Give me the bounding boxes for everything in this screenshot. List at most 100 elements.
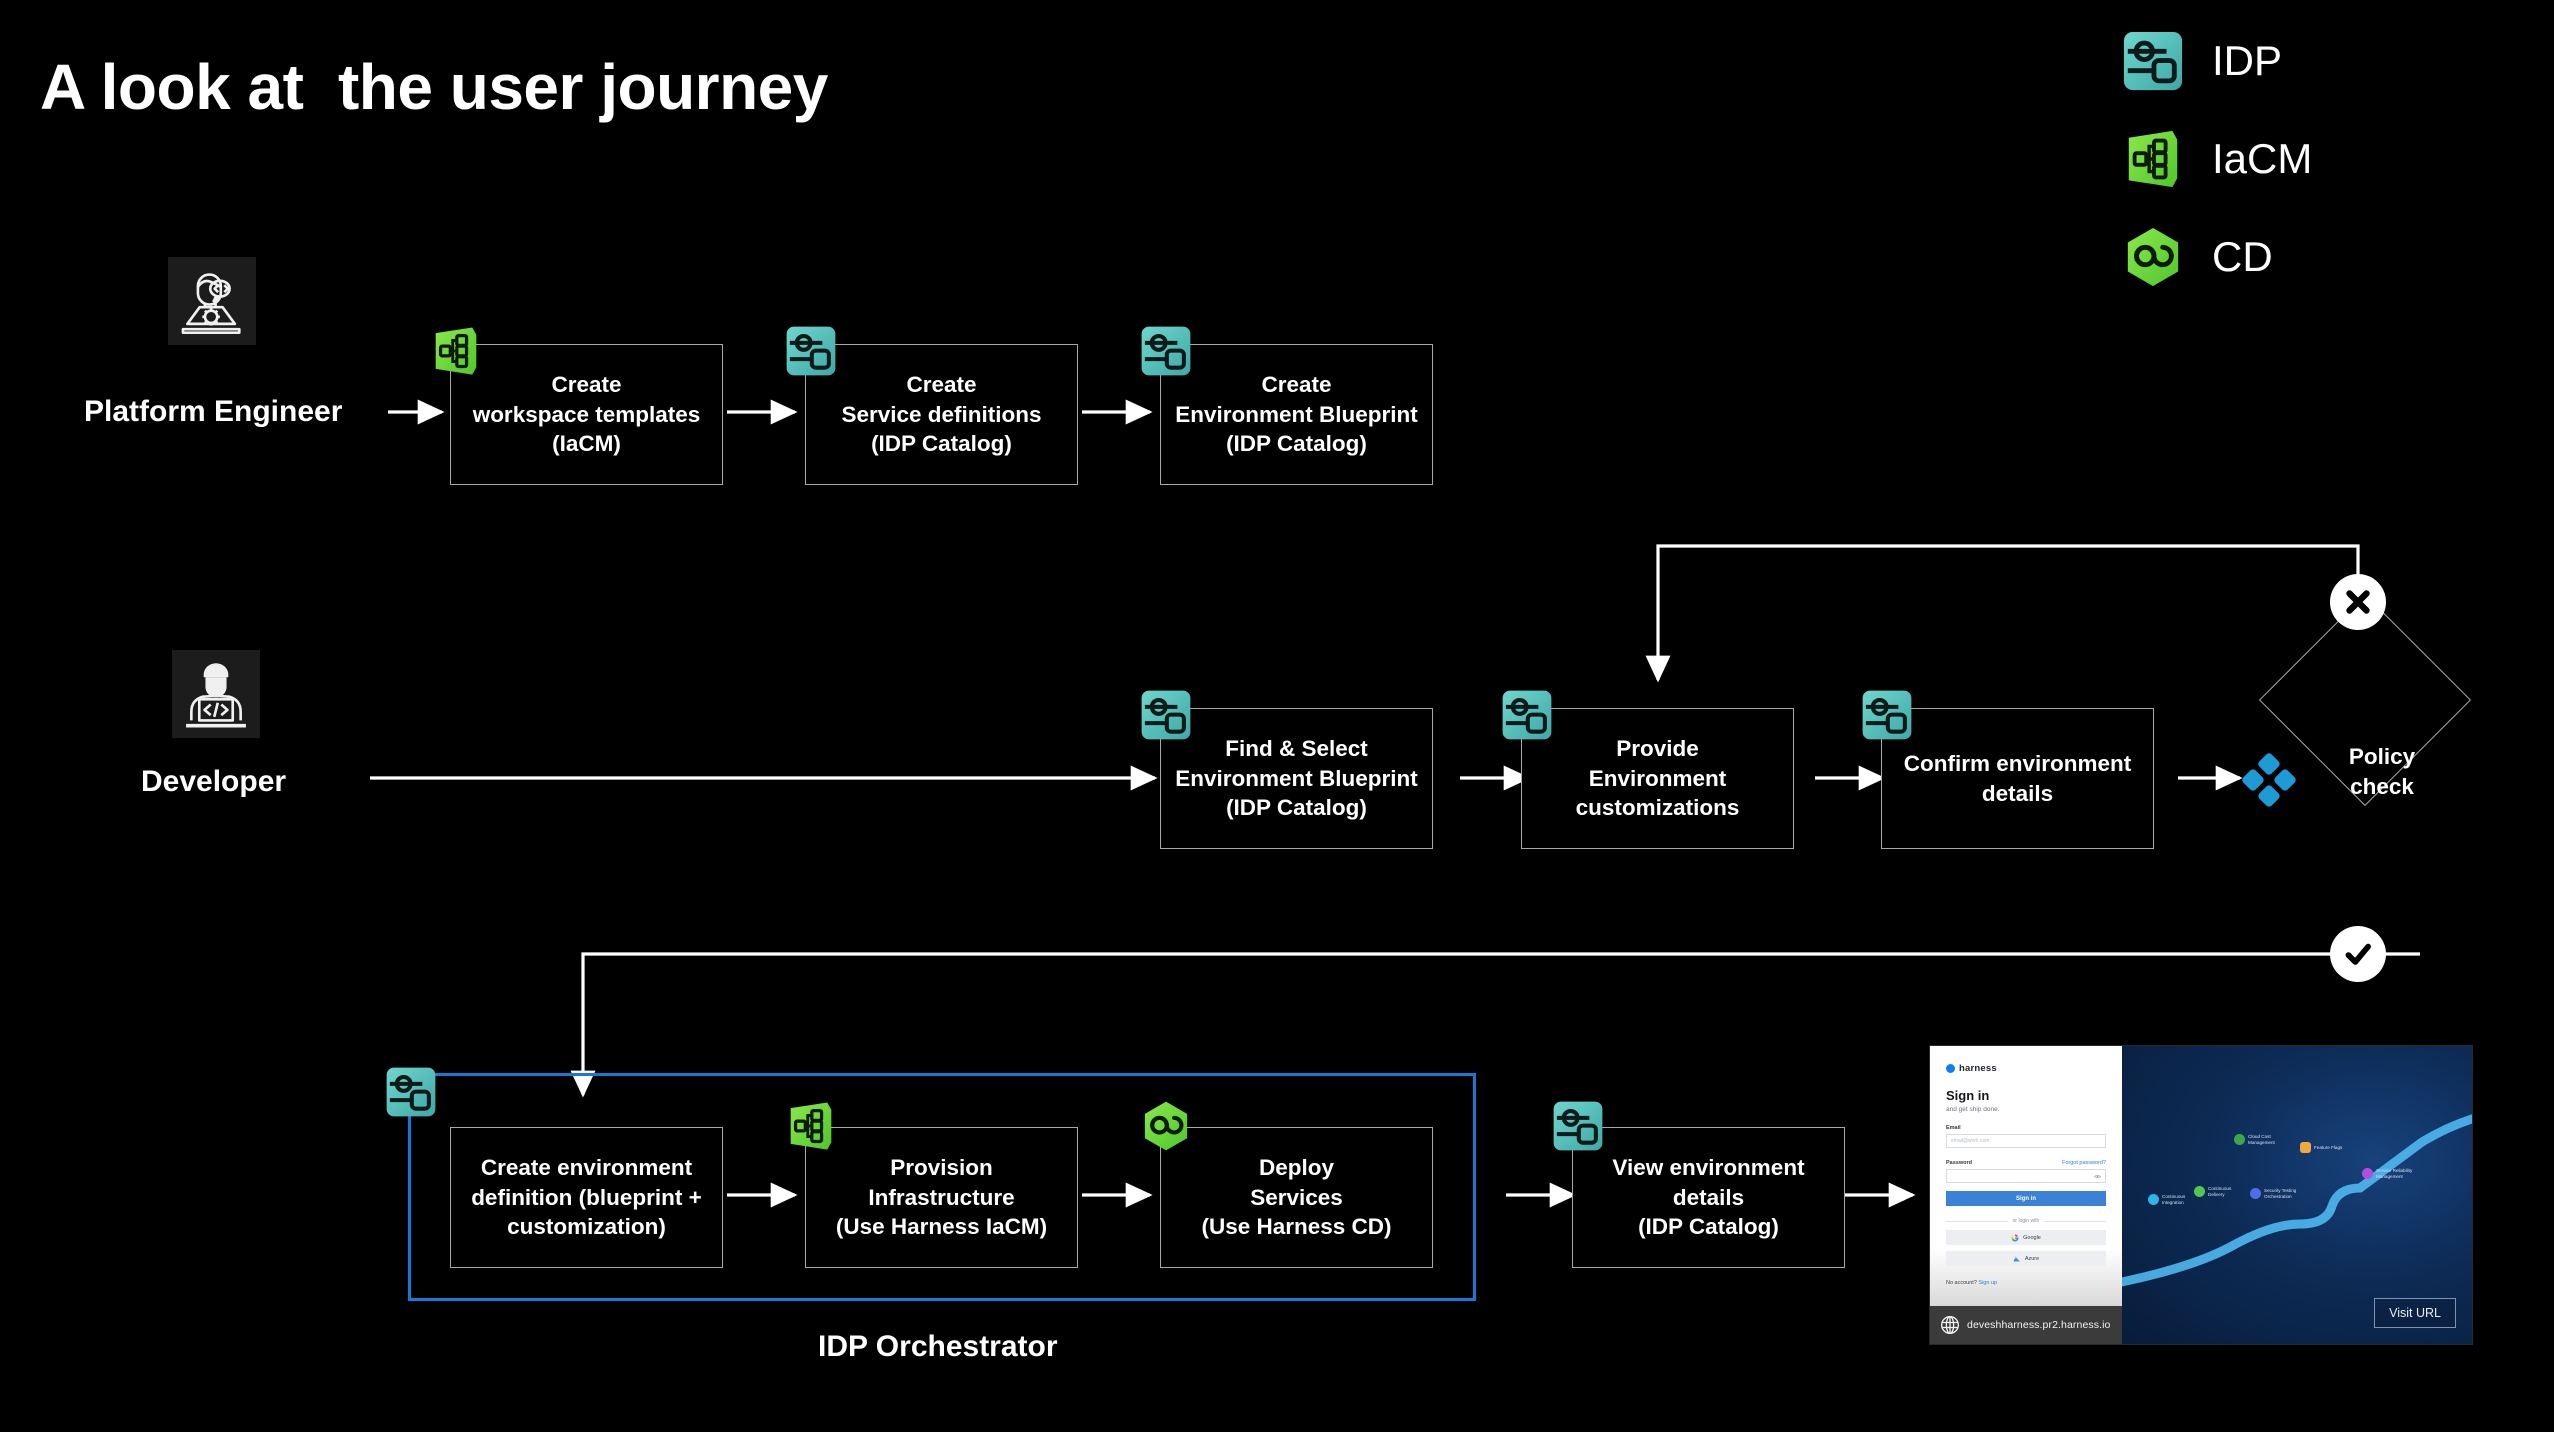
email-placeholder: email@work.com	[1951, 1138, 1990, 1144]
step-label: Create Service definitions (IDP Catalog)	[841, 371, 1042, 457]
step-provide-environment-customizations[interactable]: Provide Environment customizations	[1521, 708, 1794, 849]
step-create-service-definitions[interactable]: Create Service definitions (IDP Catalog)	[805, 344, 1078, 485]
login-panel: harness Sign in and get ship done. Email…	[1930, 1046, 2122, 1344]
platform-engineer-avatar	[168, 257, 256, 345]
harness-logo: harness	[1946, 1063, 2106, 1074]
google-icon	[2011, 1233, 2019, 1241]
node-label: Continuous Integration	[2162, 1194, 2186, 1205]
email-field[interactable]: email@work.com	[1946, 1134, 2106, 1148]
azure-label: Azure	[2024, 1255, 2040, 1262]
step-confirm-environment-details[interactable]: Confirm environment details	[1881, 708, 2154, 849]
journey-node-sto: Security Testing Orchestration	[2250, 1188, 2297, 1200]
idp-icon	[1141, 326, 1191, 376]
legend-item-idp: IDP	[2122, 12, 2412, 110]
url-bar: deveshharness.pr2.harness.io	[1930, 1306, 2122, 1344]
step-label: Create environment definition (blueprint…	[471, 1154, 702, 1240]
legend: IDP IaCM CD	[2122, 12, 2412, 306]
idp-icon	[1862, 690, 1912, 740]
harness-logo-mark	[1946, 1064, 1955, 1073]
azure-signin-button[interactable]: Azure	[1946, 1251, 2106, 1266]
legend-label-iacm: IaCM	[2212, 135, 2313, 182]
url-text: deveshharness.pr2.harness.io	[1967, 1319, 2111, 1331]
email-label: Email	[1946, 1125, 1961, 1131]
google-signin-button[interactable]: Google	[1946, 1230, 2106, 1245]
forgot-password-link[interactable]: Forgot password?	[2061, 1160, 2106, 1166]
divider-line-right	[2044, 1220, 2106, 1222]
iacm-icon	[435, 327, 477, 375]
check-circle-icon	[2330, 926, 2386, 982]
policy-icon	[2242, 753, 2296, 807]
no-account-row: No account? Sign up	[1946, 1280, 2106, 1286]
legend-item-iacm: IaCM	[2122, 110, 2412, 208]
cd-icon	[2127, 227, 2179, 287]
cd-icon	[1144, 1101, 1188, 1151]
step-label: Find & Select Environment Blueprint (IDP…	[1175, 735, 1418, 821]
node-dot	[2250, 1188, 2261, 1200]
globe-icon	[1941, 1316, 1959, 1334]
step-label: Deploy Services (Use Harness CD)	[1201, 1154, 1392, 1240]
step-create-environment-definition[interactable]: Create environment definition (blueprint…	[450, 1127, 723, 1268]
idp-orchestrator-label: IDP Orchestrator	[818, 1330, 1058, 1363]
login-hero-illustration: Continuous Integration Continuous Delive…	[2122, 1046, 2472, 1344]
legend-item-cd: CD	[2122, 208, 2412, 306]
journey-node-ccm: Cloud Cost Management	[2234, 1134, 2275, 1146]
idp-orchestrator-container	[408, 1073, 1476, 1301]
step-create-environment-blueprint[interactable]: Create Environment Blueprint (IDP Catalo…	[1160, 344, 1433, 485]
google-label: Google	[2023, 1234, 2041, 1241]
idp-icon	[1553, 1101, 1603, 1151]
harness-login-screenshot[interactable]: harness Sign in and get ship done. Email…	[1930, 1046, 2472, 1344]
node-label: Security Testing Orchestration	[2264, 1188, 2297, 1199]
persona-label-platform-engineer: Platform Engineer	[84, 395, 343, 428]
legend-label-idp: IDP	[2212, 37, 2283, 84]
step-label: Create Environment Blueprint (IDP Catalo…	[1175, 371, 1418, 457]
divider-line-left	[1946, 1220, 2008, 1222]
idp-icon	[386, 1067, 436, 1117]
signin-button[interactable]: Sign in	[1946, 1191, 2106, 1206]
page-title: A look at the user journey	[40, 51, 828, 123]
node-label: Cloud Cost Management	[2248, 1134, 2275, 1145]
azure-icon	[2013, 1255, 2020, 1261]
persona-label-developer: Developer	[141, 765, 287, 798]
step-label: Provision Infrastructure (Use Harness Ia…	[835, 1154, 1048, 1240]
node-dot	[2300, 1142, 2311, 1153]
journey-path	[2122, 1114, 2472, 1287]
journey-node-ff: Feature Flags	[2300, 1142, 2342, 1153]
or-divider-text: or login with	[2012, 1218, 2040, 1224]
node-label: Continuous Delivery	[2208, 1186, 2232, 1197]
signin-heading: Sign in	[1946, 1088, 1990, 1103]
sign-up-link[interactable]: Sign up	[1978, 1280, 1998, 1286]
eye-icon[interactable]	[2094, 1173, 2101, 1180]
step-create-workspace-templates[interactable]: Create workspace templates (IaCM)	[450, 344, 723, 485]
step-provision-infrastructure[interactable]: Provision Infrastructure (Use Harness Ia…	[805, 1127, 1078, 1268]
step-label: Provide Environment customizations	[1575, 735, 1740, 821]
step-view-environment-details[interactable]: View environment details (IDP Catalog)	[1572, 1127, 1845, 1268]
signin-subheading: and get ship done.	[1946, 1106, 2000, 1113]
node-label: Feature Flags	[2314, 1144, 2343, 1150]
policy-check-label: Policy check	[2348, 744, 2416, 799]
password-label: Password	[1946, 1160, 1972, 1166]
harness-logo-text: harness	[1959, 1063, 1997, 1074]
node-dot	[2194, 1186, 2205, 1198]
idp-icon	[1141, 690, 1191, 740]
or-divider: or login with	[1946, 1218, 2106, 1224]
idp-icon	[1502, 690, 1552, 740]
step-find-select-environment-blueprint[interactable]: Find & Select Environment Blueprint (IDP…	[1160, 708, 1433, 849]
node-dot	[2234, 1134, 2245, 1146]
step-deploy-services[interactable]: Deploy Services (Use Harness CD)	[1160, 1127, 1433, 1268]
journey-node-srm: Service Reliability Management	[2362, 1168, 2412, 1180]
password-field[interactable]	[1946, 1169, 2106, 1183]
legend-label-cd: CD	[2212, 233, 2273, 280]
idp-icon	[2123, 31, 2183, 91]
step-label: Create workspace templates (IaCM)	[472, 371, 701, 457]
idp-icon	[786, 326, 836, 376]
journey-node-cd: Continuous Delivery	[2194, 1186, 2232, 1198]
no-account-text: No account?	[1946, 1280, 1977, 1286]
x-circle-icon	[2330, 574, 2386, 630]
journey-node-ci: Continuous Integration	[2148, 1194, 2186, 1206]
node-dot	[2148, 1194, 2159, 1206]
node-dot	[2362, 1168, 2373, 1180]
visit-url-button[interactable]: Visit URL	[2374, 1298, 2456, 1328]
step-label: View environment details (IDP Catalog)	[1612, 1154, 1805, 1240]
developer-avatar	[172, 650, 260, 738]
